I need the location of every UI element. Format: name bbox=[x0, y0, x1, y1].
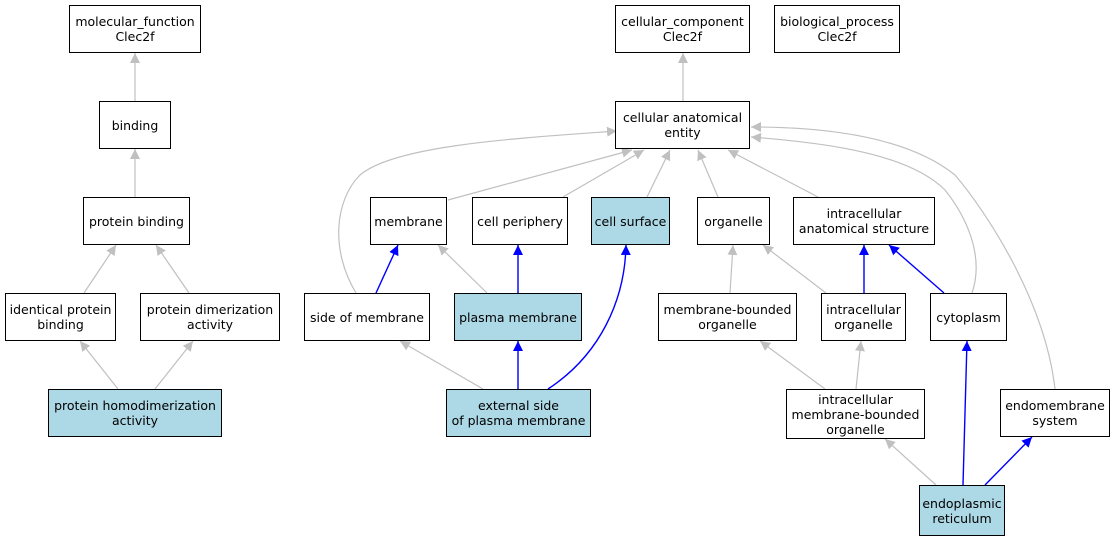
edge-cytoplasm-to-intracellular-anatomical-structure bbox=[888, 244, 945, 294]
go-term-cytoplasm[interactable]: cytoplasm bbox=[930, 293, 1007, 341]
go-term-organelle[interactable]: organelle bbox=[697, 197, 770, 245]
edge-plasma-membrane-to-membrane bbox=[437, 244, 488, 294]
go-term-protein-binding[interactable]: protein binding bbox=[83, 197, 190, 245]
go-term-intracellular-membrane-bounded-organelle[interactable]: intracellular membrane-bounded organelle bbox=[786, 389, 925, 439]
edge-organelle-to-cellular-anatomical-entity bbox=[697, 149, 719, 198]
edge-identical-protein-binding-to-protein-binding bbox=[83, 244, 117, 294]
go-term-protein-dimerization-activity[interactable]: protein dimerization activity bbox=[140, 293, 280, 341]
edge-cell-surface-to-cellular-anatomical-entity bbox=[646, 149, 671, 198]
go-term-cellular-component-root[interactable]: cellular_component Clec2f bbox=[615, 5, 750, 53]
edge-intracellular-membrane-bounded-organelle-to-intracellular-organelle bbox=[854, 340, 865, 390]
go-term-protein-homodimerization-activity[interactable]: protein homodimerization activity bbox=[48, 389, 222, 437]
go-term-endomembrane-system[interactable]: endomembrane system bbox=[1000, 389, 1110, 437]
go-term-intracellular-organelle[interactable]: intracellular organelle bbox=[821, 293, 906, 341]
edge-endoplasmic-reticulum-to-endomembrane-system bbox=[984, 436, 1033, 486]
go-term-intracellular-anatomical-structure[interactable]: intracellular anatomical structure bbox=[793, 197, 935, 245]
go-term-endoplasmic-reticulum[interactable]: endoplasmic reticulum bbox=[919, 485, 1005, 536]
edge-endomembrane-system-to-cellular-anatomical-entity bbox=[750, 122, 1056, 390]
go-term-biological-process-root[interactable]: biological_process Clec2f bbox=[774, 5, 900, 53]
edge-endoplasmic-reticulum-to-cytoplasm bbox=[961, 340, 972, 486]
edge-cell-periphery-to-cellular-anatomical-entity bbox=[562, 149, 645, 198]
edge-protein-homodimerization-activity-to-protein-dimerization-activity bbox=[154, 340, 194, 390]
go-term-membrane-bounded-organelle[interactable]: membrane-bounded organelle bbox=[658, 293, 797, 341]
go-term-identical-protein-binding[interactable]: identical protein binding bbox=[5, 293, 116, 341]
go-term-molecular-function-root[interactable]: molecular_function Clec2f bbox=[69, 5, 201, 53]
edge-membrane-to-cellular-anatomical-entity bbox=[447, 147, 633, 201]
edge-external-side-of-plasma-membrane-to-cell-surface bbox=[547, 244, 631, 390]
edge-external-side-of-plasma-membrane-to-side-of-membrane bbox=[399, 340, 484, 390]
go-term-binding[interactable]: binding bbox=[99, 101, 171, 149]
edge-side-of-membrane-to-membrane bbox=[375, 244, 399, 294]
edge-protein-dimerization-activity-to-protein-binding bbox=[155, 244, 190, 294]
edge-intracellular-anatomical-structure-to-cellular-anatomical-entity bbox=[727, 149, 819, 198]
edge-membrane-bounded-organelle-to-organelle bbox=[727, 244, 738, 294]
edge-intracellular-membrane-bounded-organelle-to-membrane-bounded-organelle bbox=[759, 340, 826, 390]
go-term-cellular-anatomical-entity[interactable]: cellular anatomical entity bbox=[615, 101, 750, 149]
go-term-cell-periphery[interactable]: cell periphery bbox=[472, 197, 568, 245]
go-term-membrane[interactable]: membrane bbox=[370, 197, 447, 245]
go-term-side-of-membrane[interactable]: side of membrane bbox=[304, 293, 430, 341]
go-term-cell-surface[interactable]: cell surface bbox=[591, 197, 670, 245]
edge-cytoplasm-to-cellular-anatomical-entity bbox=[750, 132, 977, 294]
edge-intracellular-organelle-to-organelle bbox=[762, 244, 827, 294]
go-term-external-side-of-plasma-membrane[interactable]: external side of plasma membrane bbox=[446, 389, 591, 437]
edge-endoplasmic-reticulum-to-intracellular-membrane-bounded-organelle bbox=[884, 438, 937, 486]
edge-protein-homodimerization-activity-to-identical-protein-binding bbox=[79, 340, 119, 390]
go-term-plasma-membrane[interactable]: plasma membrane bbox=[454, 293, 582, 341]
edge-side-of-membrane-to-cellular-anatomical-entity bbox=[338, 126, 618, 294]
